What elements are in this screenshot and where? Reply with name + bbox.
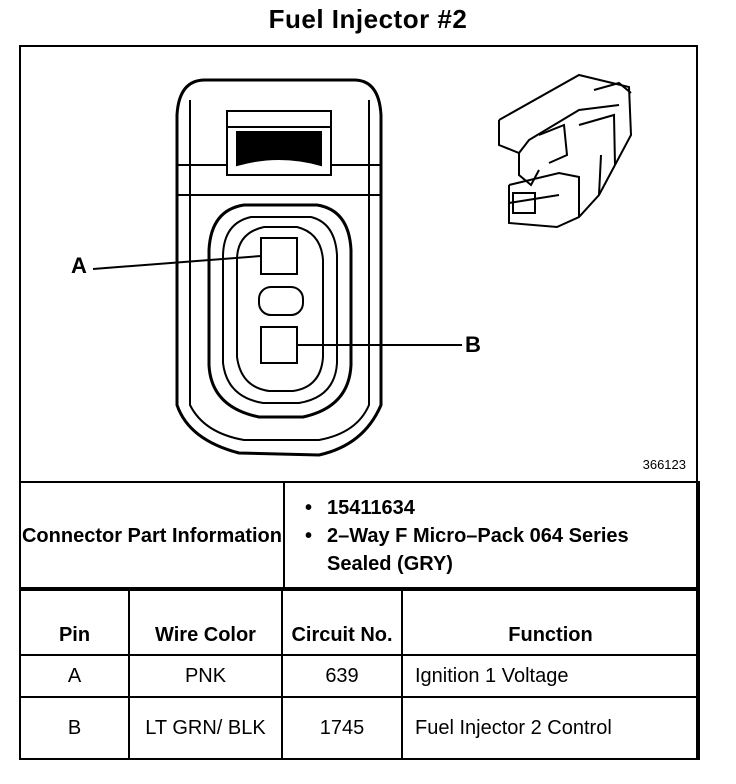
connector-body-inner (189, 100, 370, 441)
pin-b-label: B (465, 332, 481, 357)
connector-3d-sketch (498, 73, 633, 229)
connector-part-info-table: Connector Part Information 15411634 2–Wa… (19, 481, 700, 591)
seal-inner (222, 216, 338, 404)
seal-outer (207, 203, 353, 419)
connector-illustration: A B 366123 (19, 45, 698, 483)
wire-color-cell: LT GRN/ BLK (128, 696, 283, 760)
pin-cell: B (19, 696, 130, 760)
connector-part-info-values: 15411634 2–Way F Micro–Pack 064 Series S… (283, 481, 700, 591)
seal-core (236, 226, 324, 392)
pin-table: Pin Wire Color Circuit No. Function A PN… (19, 587, 700, 760)
connector-description: 2–Way F Micro–Pack 064 Series Sealed (GR… (305, 522, 698, 578)
circuit-cell: 1745 (281, 696, 403, 760)
figure-number: 366123 (642, 457, 686, 472)
circuit-cell: 639 (281, 654, 403, 698)
diagram-frame (19, 45, 698, 760)
pin-a-label: A (71, 253, 87, 278)
table-row: A PNK 639 Ignition 1 Voltage (19, 654, 700, 698)
cavity-a (260, 237, 298, 275)
table-row: B LT GRN/ BLK 1745 Fuel Injector 2 Contr… (19, 696, 700, 760)
latch-frame (226, 127, 332, 176)
connector-body-outline (175, 78, 383, 457)
function-cell: Fuel Injector 2 Control (401, 696, 700, 760)
cavity-key (258, 286, 304, 316)
function-cell: Ignition 1 Voltage (401, 654, 700, 698)
connector-part-info-label: Connector Part Information (19, 481, 285, 591)
connector-drawing (92, 73, 633, 457)
header-function: Function (401, 587, 700, 656)
pin-table-header: Pin Wire Color Circuit No. Function (19, 587, 700, 656)
leader-a (92, 255, 262, 270)
header-circuit: Circuit No. (281, 587, 403, 656)
latch-top (226, 110, 332, 128)
header-pin: Pin (19, 587, 130, 656)
part-number: 15411634 (305, 494, 698, 522)
pin-cell: A (19, 654, 130, 698)
header-wire-color: Wire Color (128, 587, 283, 656)
cavity-b (260, 326, 298, 364)
diagram-title: Fuel Injector #2 (268, 4, 468, 34)
wire-color-cell: PNK (128, 654, 283, 698)
latch-slot (236, 131, 322, 167)
